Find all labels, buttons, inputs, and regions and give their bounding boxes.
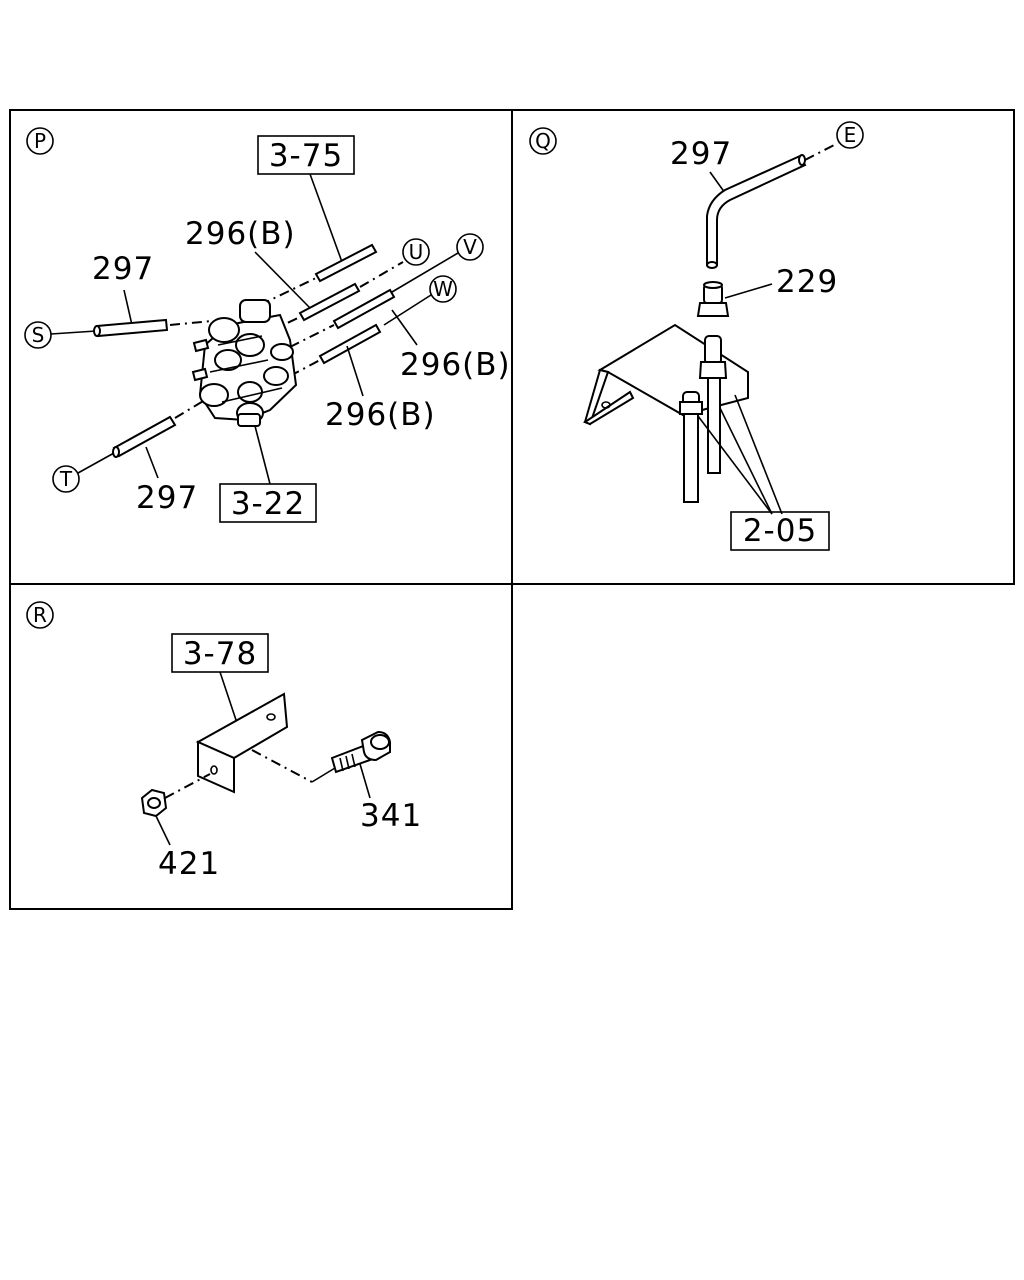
leader-297-top xyxy=(123,289,133,326)
ref-3-78[interactable]: 3-78 xyxy=(183,636,257,672)
ref-box-2-05 xyxy=(730,511,830,551)
panel-q-marker-circle xyxy=(529,127,557,155)
leader-296b-top xyxy=(254,251,311,309)
leader-296b-bottom xyxy=(346,345,364,397)
hose-296b-mid xyxy=(332,288,396,330)
conn-v-circle xyxy=(456,233,484,261)
conn-t[interactable]: T xyxy=(59,467,73,491)
label-297-top[interactable]: 297 xyxy=(92,251,154,287)
conn-v-line xyxy=(391,252,459,293)
conn-t-line xyxy=(77,452,115,474)
dash-421 xyxy=(164,773,211,799)
conn-u-circle xyxy=(402,238,430,266)
ref-2-05[interactable]: 2-05 xyxy=(743,513,817,549)
bracket-3-78 xyxy=(195,692,289,794)
dash-3-75 xyxy=(259,277,317,306)
valve-assembly xyxy=(191,299,298,427)
panel-r-marker-circle xyxy=(26,601,54,629)
dash-t-valve xyxy=(174,399,206,419)
conn-e[interactable]: E xyxy=(844,123,857,147)
bolt-341 xyxy=(330,730,391,774)
panel-p-marker-circle xyxy=(26,127,54,155)
leader-3-78 xyxy=(219,671,237,721)
leader-341 xyxy=(359,763,371,799)
hose-296b-top xyxy=(298,282,361,322)
label-296b-bottom[interactable]: 296(B) xyxy=(325,397,436,433)
dash-u xyxy=(359,261,404,288)
conn-v[interactable]: V xyxy=(463,235,477,259)
leader-3-22 xyxy=(254,425,271,485)
fitting-229 xyxy=(696,281,730,317)
ref-3-75[interactable]: 3-75 xyxy=(269,138,343,174)
label-341[interactable]: 341 xyxy=(360,798,422,834)
panel-q-frame xyxy=(511,109,1015,585)
panel-q: Q 297 E 229 xyxy=(511,109,1015,585)
hose-297-top xyxy=(93,318,169,338)
panel-r-marker: R xyxy=(33,603,47,627)
tube-297 xyxy=(706,154,807,269)
conn-w-line xyxy=(383,294,432,326)
leader-229 xyxy=(724,283,773,299)
hose-297-bottom xyxy=(112,415,177,458)
conn-e-circle xyxy=(836,121,864,149)
panel-r-frame xyxy=(9,583,513,910)
dash-296b-mid xyxy=(289,324,335,348)
nut-421 xyxy=(140,788,168,818)
conn-w-circle xyxy=(429,275,457,303)
panel-p-marker: P xyxy=(34,129,46,153)
dash-s-valve xyxy=(169,320,213,326)
conn-u[interactable]: U xyxy=(409,240,424,264)
label-296b-right[interactable]: 296(B) xyxy=(400,347,511,383)
label-296b-top[interactable]: 296(B) xyxy=(185,216,296,252)
conn-w[interactable]: W xyxy=(433,277,453,301)
ref-box-3-22 xyxy=(219,483,317,523)
hose-3-75 xyxy=(314,243,378,283)
dash-e xyxy=(804,142,839,161)
leader-3-75 xyxy=(309,173,343,263)
leader-296b-right xyxy=(391,309,418,346)
panel-r: R 3-78 341 421 xyxy=(9,583,513,910)
dash-341 xyxy=(251,749,313,783)
label-297-bottom[interactable]: 297 xyxy=(136,480,198,516)
hose-296b-low xyxy=(318,323,382,365)
conn-s-line xyxy=(50,330,97,335)
conn-s-circle xyxy=(24,321,52,349)
ref-box-3-75 xyxy=(257,135,355,175)
conn-s[interactable]: S xyxy=(32,323,45,347)
conn-t-circle xyxy=(52,465,80,493)
leader-297-bottom xyxy=(145,446,159,479)
ref-3-22[interactable]: 3-22 xyxy=(231,486,305,522)
dash-341-b xyxy=(311,767,336,783)
panel-p: P 3-75 296(B) 297 S xyxy=(9,109,513,585)
label-421[interactable]: 421 xyxy=(158,846,220,882)
bracket-2-05 xyxy=(582,323,783,515)
leader-421 xyxy=(155,815,171,846)
label-229[interactable]: 229 xyxy=(776,264,838,300)
panel-q-marker: Q xyxy=(535,129,551,153)
label-297[interactable]: 297 xyxy=(670,136,732,172)
